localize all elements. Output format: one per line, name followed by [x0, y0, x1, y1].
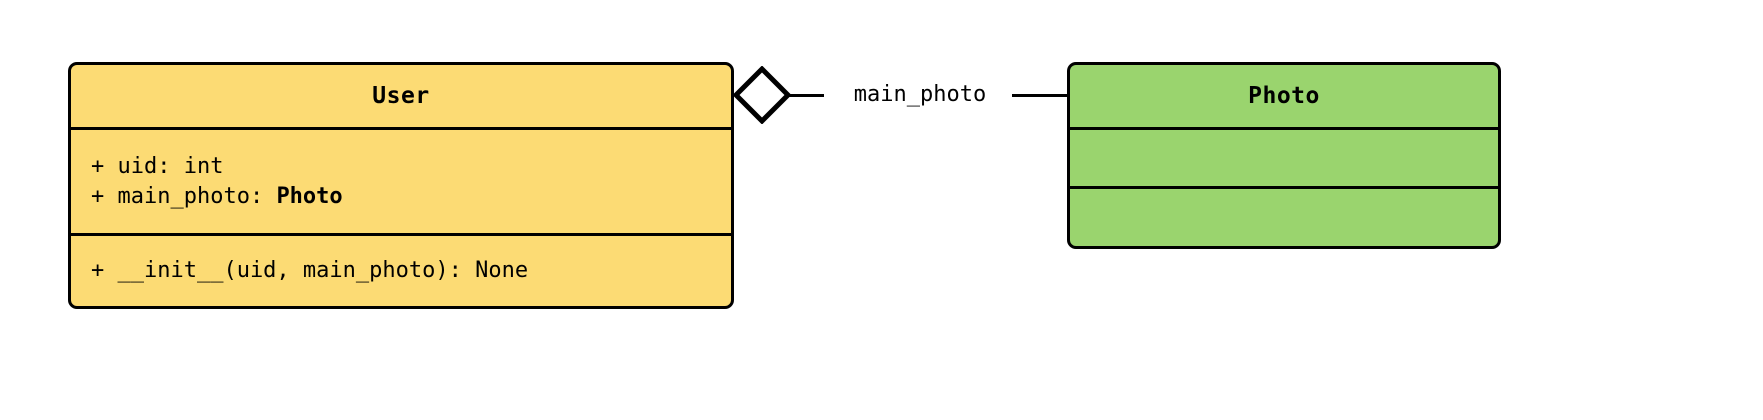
class-title-user: User: [372, 83, 430, 109]
attribute-main-photo: + main_photo: Photo: [91, 182, 711, 212]
aggregation-diamond-icon: [733, 66, 791, 124]
operation-init: + __init__(uid, main_photo): None: [91, 258, 529, 283]
class-operations-photo: [1070, 186, 1498, 246]
class-title-photo: Photo: [1248, 83, 1320, 109]
class-box-photo[interactable]: Photo: [1067, 62, 1501, 249]
attribute-main-photo-type: Photo: [276, 183, 343, 209]
attribute-uid: + uid: int: [91, 153, 224, 179]
association-line-right: [1012, 94, 1069, 97]
association-line-left: [789, 94, 826, 97]
class-attributes-photo: [1070, 127, 1498, 186]
class-operations-user: + __init__(uid, main_photo): None: [71, 233, 731, 306]
association-label-main-photo: main_photo: [824, 80, 1016, 110]
class-box-user[interactable]: User + uid: int + main_photo: Photo + __…: [68, 62, 734, 309]
class-attributes-user: + uid: int + main_photo: Photo: [71, 127, 731, 233]
attribute-main-photo-label: + main_photo:: [91, 183, 277, 209]
